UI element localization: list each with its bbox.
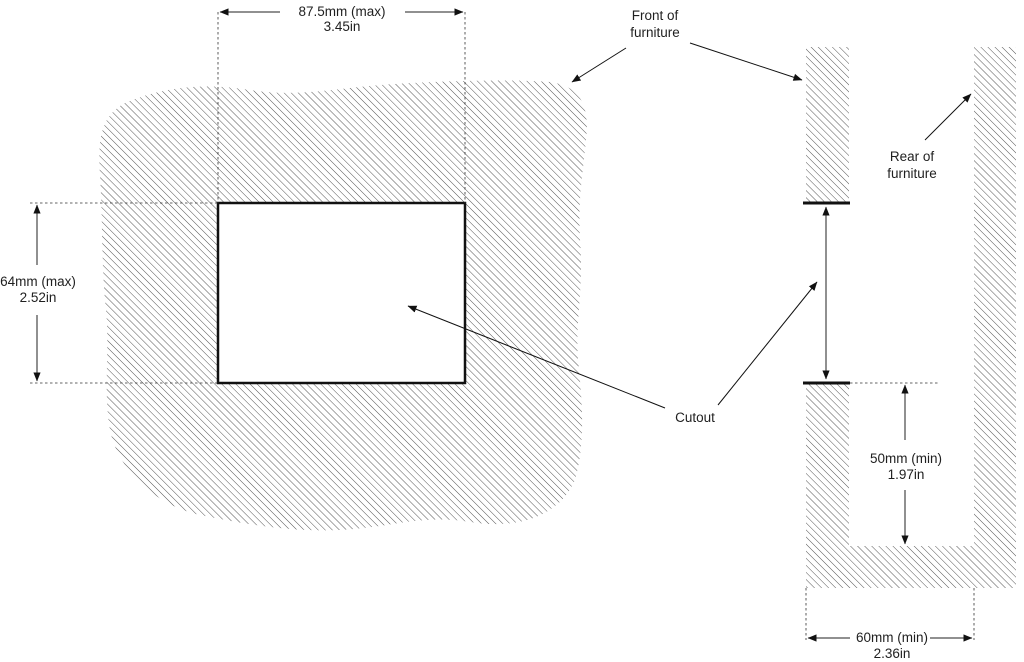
depth-mm-label: 50mm (min)	[870, 451, 942, 466]
front-label-line2: furniture	[630, 25, 680, 40]
height-mm-label: 64mm (max)	[0, 274, 76, 289]
rear-panel	[974, 47, 1016, 588]
rear-label-line1: Rear of	[890, 149, 935, 164]
front-panel-upper	[806, 47, 849, 203]
rear-label-line2: furniture	[887, 166, 937, 181]
rear-leader	[924, 93, 972, 141]
cutout-rectangle	[216, 201, 467, 385]
callouts: Front of furniture Rear of furniture Cut…	[407, 8, 972, 425]
front-panel-lower-shelf	[806, 383, 974, 588]
front-label-line1: Front of	[632, 8, 679, 23]
front-view: 87.5mm (max) 3.45in 64mm (max) 2.52in	[0, 4, 587, 531]
cutout-label: Cutout	[675, 410, 715, 425]
clearance-in-label: 2.36in	[874, 646, 911, 661]
depth-in-label: 1.97in	[888, 467, 925, 482]
height-in-label: 2.52in	[20, 290, 57, 305]
front-leader-panel	[571, 47, 627, 83]
front-leader-side	[689, 42, 803, 81]
side-view: 50mm (min) 1.97in 60mm (min) 2.36in	[803, 47, 1016, 661]
cutout-leader-front	[407, 305, 666, 409]
width-mm-label: 87.5mm (max)	[298, 4, 385, 19]
width-in-label: 3.45in	[324, 19, 361, 34]
cutout-leader-side	[717, 281, 818, 406]
clearance-mm-label: 60mm (min)	[856, 630, 928, 645]
